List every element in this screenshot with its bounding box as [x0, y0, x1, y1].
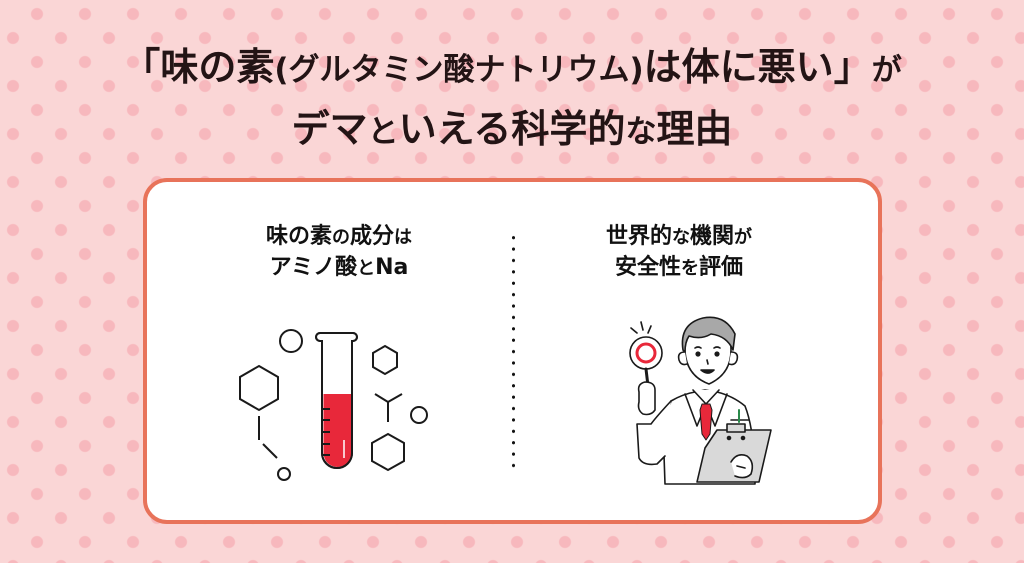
title-line-1: 「味の素(グルタミン酸ナトリウム)は体に悪い」が: [0, 40, 1024, 98]
reason-safety-evaluation: 世界的な機関が 安全性を評価: [529, 222, 829, 284]
heading-word: 安全性: [614, 255, 681, 280]
title-parenthetical: (グルタミン酸ナトリウム): [274, 52, 644, 88]
reason-ingredients: 味の素の成分は アミノ酸とNa: [189, 222, 489, 284]
doctor-ok-sign-icon: [629, 316, 772, 485]
heading-word: アミノ酸: [269, 255, 358, 280]
title-bracket-open: 「: [122, 45, 161, 89]
heading-particle: と: [357, 258, 376, 279]
title-word: デマ: [291, 107, 368, 151]
title-particle: と: [367, 114, 399, 150]
title-bracket-close: 」: [833, 45, 872, 89]
title-claim: は体に悪い: [643, 45, 834, 89]
heading-word: 味の素: [265, 224, 332, 249]
heading-word: 機関: [690, 224, 735, 249]
heading-particle: な: [672, 227, 690, 248]
title-word: 理由: [656, 107, 733, 151]
page-title: 「味の素(グルタミン酸ナトリウム)は体に悪い」が デマといえる科学的な理由: [0, 40, 1024, 159]
reason-heading-line-2: 安全性を評価: [529, 253, 829, 284]
title-word: いえる科学的: [398, 107, 626, 151]
heading-particle: は: [394, 227, 413, 248]
title-particle: が: [871, 53, 902, 88]
heading-particle: が: [734, 227, 753, 248]
heading-word: 世界的: [605, 224, 672, 249]
title-main-word: 味の素: [160, 45, 275, 89]
dotted-divider: [512, 232, 515, 470]
title-line-2: デマといえる科学的な理由: [0, 102, 1024, 159]
reason-heading-line-1: 世界的な機関が: [529, 222, 829, 253]
test-tube-molecules-icon: [239, 329, 428, 481]
content-card: 味の素の成分は アミノ酸とNa 世界的な機関が 安全性を評価: [143, 178, 882, 524]
title-particle: な: [625, 114, 657, 150]
heading-particle: の: [332, 227, 350, 248]
heading-word: 成分: [350, 224, 395, 249]
heading-particle: を: [681, 258, 699, 279]
heading-word: 評価: [699, 255, 744, 280]
heading-word: Na: [375, 255, 409, 280]
reason-heading-line-1: 味の素の成分は: [189, 222, 489, 253]
reason-heading-line-2: アミノ酸とNa: [189, 253, 489, 284]
